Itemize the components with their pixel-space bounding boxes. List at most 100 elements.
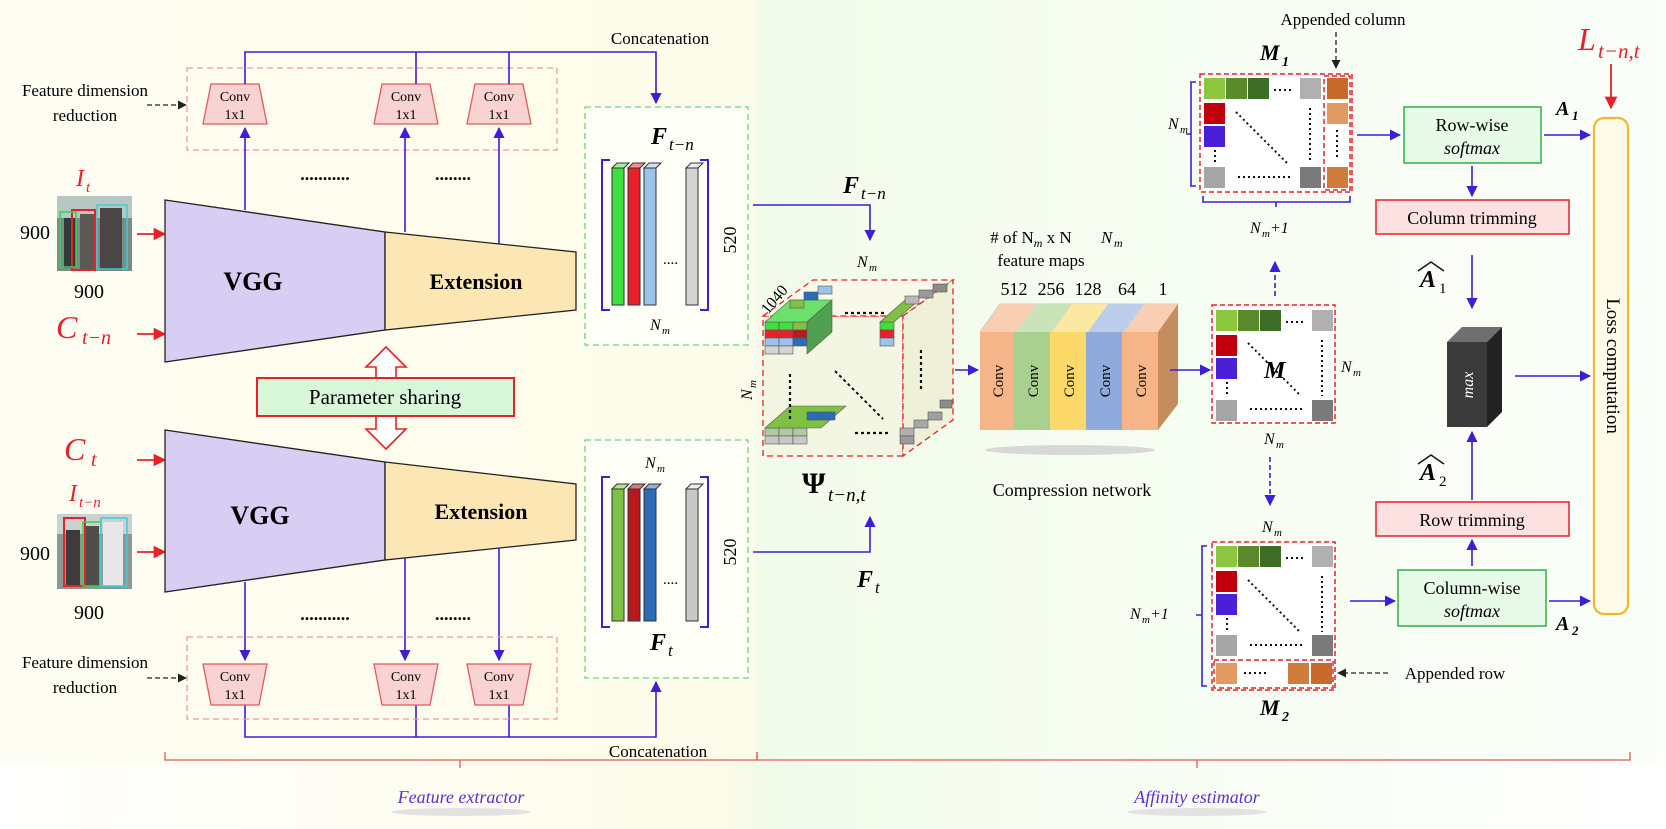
appended-column-label: Appended column [1280,10,1406,29]
label-C-tn: C t−n [56,309,111,349]
label-Nm-M1-left: N m [1167,116,1188,136]
svg-text:I: I [68,481,78,507]
svg-text:Column trimming: Column trimming [1407,208,1537,228]
size-900-below-top: 900 [74,281,104,303]
svg-text:m: m [1180,124,1188,136]
dots-top-2: ........ [435,164,471,184]
label-Nm1-M1: N m +1 [1249,220,1289,240]
svg-text:Loss computation: Loss computation [1602,298,1623,434]
svg-text:N: N [1100,228,1114,247]
svg-text:Conv: Conv [391,90,421,105]
conv-bottom-1: Conv 1x1 [202,663,268,706]
svg-text:max: max [1460,372,1477,399]
section-affinity-estimator: Affinity estimator [1133,787,1260,807]
svg-text:m: m [1274,527,1282,539]
svg-text:1x1: 1x1 [489,108,510,123]
dots-bottom-2: ........ [435,604,471,624]
svg-text:Conv: Conv [1098,364,1114,397]
dots-feature-bottom: .... [663,572,678,588]
channel-512: 512 [1001,279,1028,299]
svg-text:N: N [1167,116,1180,133]
image-bottom [57,514,132,589]
svg-text:C: C [56,309,78,345]
svg-text:t−n: t−n [79,495,101,511]
svg-text:VGG: VGG [230,501,289,530]
label-M1: M 1 [1259,40,1289,70]
svg-text:softmax: softmax [1444,138,1500,158]
label-F-tn-center: F t−n [842,173,886,203]
channel-1: 1 [1159,279,1168,299]
label-A1: A 1 [1554,98,1579,123]
svg-text:m: m [1276,439,1284,451]
matrix-M: M [1211,304,1336,424]
arrow-F-tn-to-tensor [753,204,876,242]
dim-520-bottom: 520 [720,539,740,566]
svg-text:N: N [739,388,756,401]
extension-bottom [384,461,577,561]
svg-text:Ψ: Ψ [802,467,826,500]
svg-text:Conv: Conv [391,670,421,685]
svg-text:Conv: Conv [220,670,250,685]
svg-text:1: 1 [1282,55,1289,70]
dots-top-1: ........... [300,164,350,184]
svg-text:# of Nm x N: # of Nm x N [990,228,1071,250]
svg-text:t: t [91,449,97,471]
brace-M1-left [1186,81,1196,187]
dim-520-top: 520 [720,227,740,254]
row-trimming-box: Row trimming [1375,501,1570,537]
fdr-box-bottom [186,636,558,720]
image-top [57,196,132,271]
svg-text:Conv: Conv [1134,364,1150,397]
matrix-M2 [1211,541,1336,691]
appended-row-label: Appended row [1405,664,1506,683]
svg-text:1x1: 1x1 [396,688,417,703]
svg-text:Conv: Conv [1062,364,1078,397]
svg-text:softmax: softmax [1444,601,1500,621]
svg-text:Parameter sharing: Parameter sharing [309,385,462,409]
svg-text:m: m [1262,228,1270,240]
fdr-label-top-2: reduction [53,106,118,125]
svg-text:F: F [856,567,873,593]
label-C-t: C t [64,431,97,471]
svg-text:M: M [1259,695,1281,720]
compression-network: Conv Conv Conv Conv Conv [979,303,1179,455]
svg-text:feature maps: feature maps [997,251,1084,270]
svg-text:N: N [644,455,657,472]
concat-lines-bottom [239,548,662,738]
label-Nm-M-bottom: N m [1263,431,1284,451]
svg-text:m: m [1114,236,1123,250]
svg-text:m: m [1353,367,1361,379]
feature-bars-bottom [601,476,709,628]
brace-M2-left [1196,545,1207,687]
svg-text:A: A [1418,267,1436,293]
arrow-F-t-to-tensor [753,515,876,553]
conv-bottom-2: Conv 1x1 [373,663,439,706]
svg-text:t−n: t−n [669,135,694,154]
svg-text:Conv: Conv [991,364,1007,397]
label-Nm-M2-top: N m [1261,519,1282,539]
svg-text:m: m [657,463,665,475]
size-900-left-top: 900 [20,222,50,244]
channel-128: 128 [1075,279,1102,299]
svg-text:C: C [64,431,86,467]
affinity-tensor [760,278,956,458]
dots-bottom-1: ........... [300,604,350,624]
svg-text:F: F [649,630,666,656]
label-Nm-M-right: N m [1340,359,1361,379]
svg-text:2: 2 [1439,474,1447,490]
svg-text:F: F [842,173,859,199]
label-Nm1-M2: N m +1 [1129,606,1169,626]
svg-text:t−n,t: t−n,t [1598,39,1641,63]
svg-text:M: M [1263,358,1287,384]
svg-text:t−n: t−n [82,327,111,349]
parameter-sharing: Parameter sharing [256,345,515,451]
conv-top-3: Conv 1x1 [466,83,532,125]
svg-text:N: N [1129,606,1142,623]
svg-text:m: m [869,262,877,274]
matrix-M1 [1199,73,1353,193]
rowwise-softmax-box: Row-wise softmax [1403,106,1542,164]
svg-text:N: N [1261,519,1274,536]
feature-bars-top [601,159,709,311]
svg-text:1x1: 1x1 [225,108,246,123]
